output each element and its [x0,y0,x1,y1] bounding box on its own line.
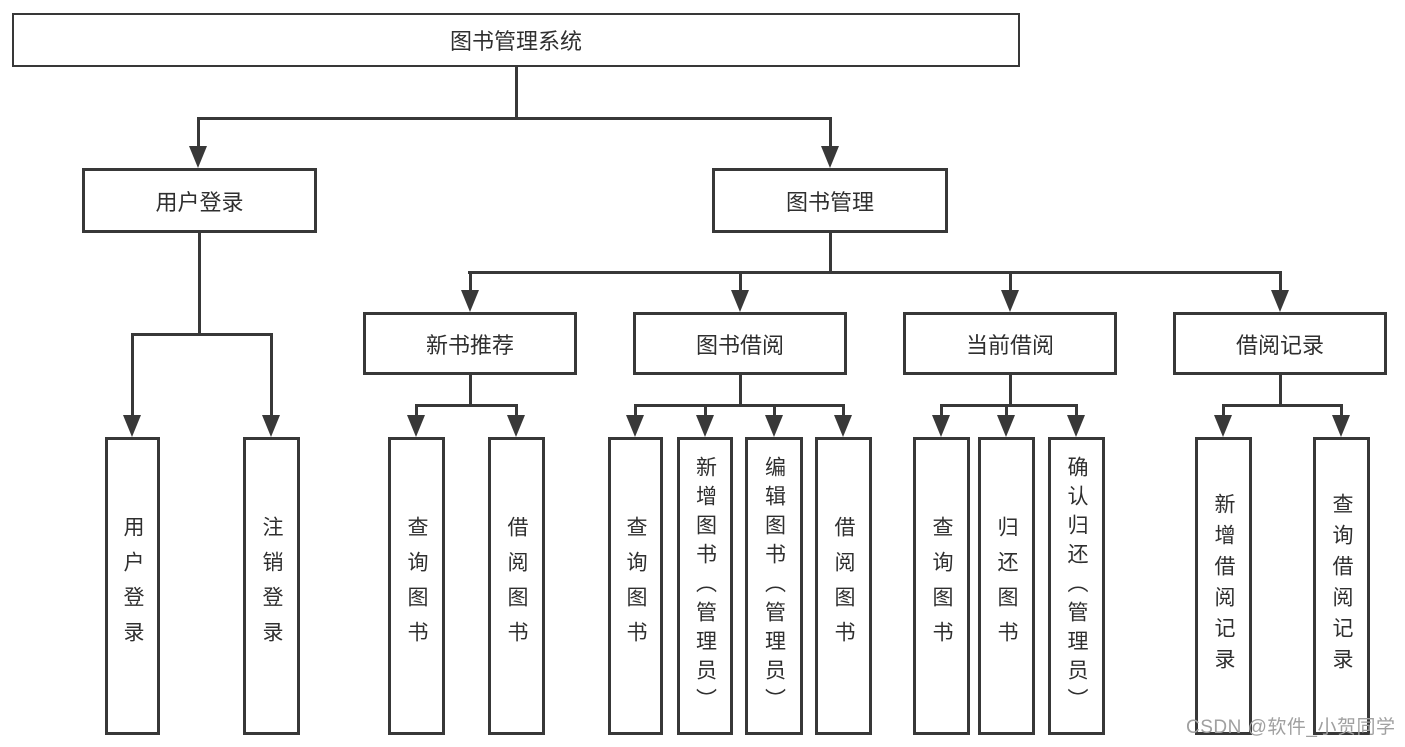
arrowhead-down-icon [1214,415,1232,437]
leaf-confirm-return-admin: 确认归还（管理员） [1048,437,1105,735]
connector-vline [1009,375,1012,406]
arrowhead-down-icon [407,415,425,437]
connector-vline [773,404,776,419]
node-library-system-label: 图书管理系统 [449,29,582,54]
node-borrowing-records-label: 借阅记录 [1235,332,1324,358]
arrowhead-down-icon [1271,290,1289,312]
leaf-query-books-current: 查询图书 [913,437,970,735]
connector-vline [1075,404,1078,419]
connector-vline [515,66,518,119]
connector-vline [1279,375,1282,406]
node-book-management: 图书管理 [712,168,948,233]
node-current-borrowing: 当前借阅 [903,312,1117,375]
leaf-query-borrow-record: 查询借阅记录 [1313,437,1370,735]
arrowhead-down-icon [461,290,479,312]
connector-vline [829,117,832,149]
leaf-return-books: 归还图书 [978,437,1035,735]
leaf-query-books-current-label: 查询图书 [930,516,953,656]
leaf-user-login: 用户登录 [105,437,160,735]
connector-vline [1340,404,1343,419]
node-user-login: 用户登录 [82,168,317,233]
arrowhead-down-icon [997,415,1015,437]
arrowhead-down-icon [1001,290,1019,312]
connector-vline [469,271,472,293]
arrowhead-down-icon [821,146,839,168]
leaf-borrow-books-recommend: 借阅图书 [488,437,545,735]
leaf-add-borrow-record-label: 新增借阅记录 [1212,493,1235,679]
arrowhead-down-icon [626,415,644,437]
arrowhead-down-icon [765,415,783,437]
connector-vline [197,117,200,149]
leaf-edit-book-admin: 编辑图书（管理员） [745,437,803,735]
connector-hline [131,333,273,336]
leaf-query-books-borrowing-label: 查询图书 [624,516,647,656]
connector-hline [197,117,831,120]
leaf-borrow-books-recommend-label: 借阅图书 [505,516,528,656]
connector-hline [468,271,1282,274]
leaf-add-book-admin-label: 新增图书（管理员） [693,455,717,717]
connector-vline [940,404,943,419]
connector-vline [1005,404,1008,419]
connector-vline [270,333,273,419]
node-new-book-recommendation-label: 新书推荐 [425,332,514,358]
node-book-management-label: 图书管理 [785,189,874,215]
arrowhead-down-icon [696,415,714,437]
connector-vline [131,333,134,419]
node-book-borrowing-label: 图书借阅 [695,332,784,358]
leaf-logout-login: 注销登录 [243,437,300,735]
node-library-system: 图书管理系统 [12,13,1020,67]
arrowhead-down-icon [731,290,749,312]
node-new-book-recommendation: 新书推荐 [363,312,577,375]
arrowhead-down-icon [507,415,525,437]
leaf-edit-book-admin-label: 编辑图书（管理员） [762,455,786,717]
leaf-query-borrow-record-label: 查询借阅记录 [1330,493,1353,679]
connector-vline [739,271,742,293]
connector-vline [415,404,418,419]
leaf-add-book-admin: 新增图书（管理员） [677,437,733,735]
connector-hline [1222,404,1342,407]
node-user-login-label: 用户登录 [155,189,244,215]
arrowhead-down-icon [834,415,852,437]
connector-vline [198,232,201,336]
connector-hline [940,404,1077,407]
connector-hline [634,404,844,407]
leaf-query-books-recommend-label: 查询图书 [405,516,428,656]
leaf-user-login-label: 用户登录 [121,516,144,656]
arrowhead-down-icon [189,146,207,168]
connector-vline [634,404,637,419]
leaf-confirm-return-admin-label: 确认归还（管理员） [1065,455,1088,717]
arrowhead-down-icon [932,415,950,437]
leaf-logout-login-label: 注销登录 [260,516,283,656]
arrowhead-down-icon [262,415,280,437]
leaf-add-borrow-record: 新增借阅记录 [1195,437,1252,735]
arrowhead-down-icon [1332,415,1350,437]
node-borrowing-records: 借阅记录 [1173,312,1387,375]
leaf-borrow-books-borrowing: 借阅图书 [815,437,872,735]
connector-vline [704,404,707,419]
leaf-query-books-recommend: 查询图书 [388,437,445,735]
connector-vline [1009,271,1012,293]
connector-vline [1279,271,1282,293]
leaf-return-books-label: 归还图书 [995,516,1018,656]
connector-vline [1222,404,1225,419]
connector-vline [739,375,742,406]
connector-hline [415,404,518,407]
node-book-borrowing: 图书借阅 [633,312,847,375]
connector-vline [842,404,845,419]
connector-vline [515,404,518,419]
connector-vline [469,375,472,406]
arrowhead-down-icon [123,415,141,437]
arrowhead-down-icon [1067,415,1085,437]
leaf-borrow-books-borrowing-label: 借阅图书 [832,516,855,656]
node-current-borrowing-label: 当前借阅 [965,332,1054,358]
leaf-query-books-borrowing: 查询图书 [608,437,663,735]
connector-vline [829,232,832,274]
csdn-watermark: CSDN @软件_小贺同学 [1186,717,1396,738]
